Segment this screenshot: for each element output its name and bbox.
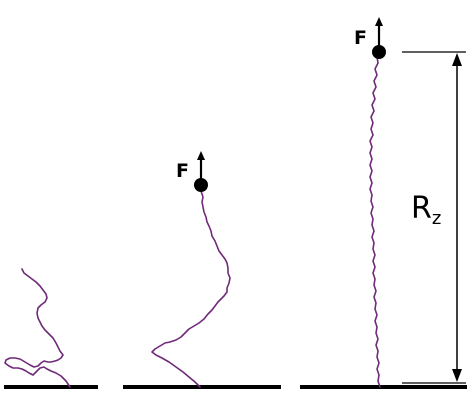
dimension-arrowhead-top bbox=[452, 53, 462, 66]
panel-partially-stretched: F bbox=[123, 151, 281, 389]
force-label-2: F bbox=[176, 160, 189, 182]
panel-fully-stretched: F Rz bbox=[300, 17, 467, 389]
polymer-chain-relaxed bbox=[4, 268, 71, 388]
force-arrowhead-3 bbox=[375, 17, 383, 26]
panel-relaxed bbox=[4, 268, 98, 389]
polymer-chain-stretched bbox=[369, 51, 381, 388]
force-bead-3 bbox=[372, 45, 386, 59]
dimension-subscript: z bbox=[432, 208, 441, 229]
force-label-3: F bbox=[354, 27, 367, 49]
force-arrowhead-2 bbox=[197, 151, 205, 160]
force-bead-2 bbox=[194, 178, 208, 192]
polymer-chain-partial bbox=[151, 184, 231, 388]
dimension-symbol: R bbox=[411, 191, 432, 226]
dimension-label: Rz bbox=[411, 191, 441, 229]
dimension-arrowhead-bottom bbox=[452, 369, 462, 382]
